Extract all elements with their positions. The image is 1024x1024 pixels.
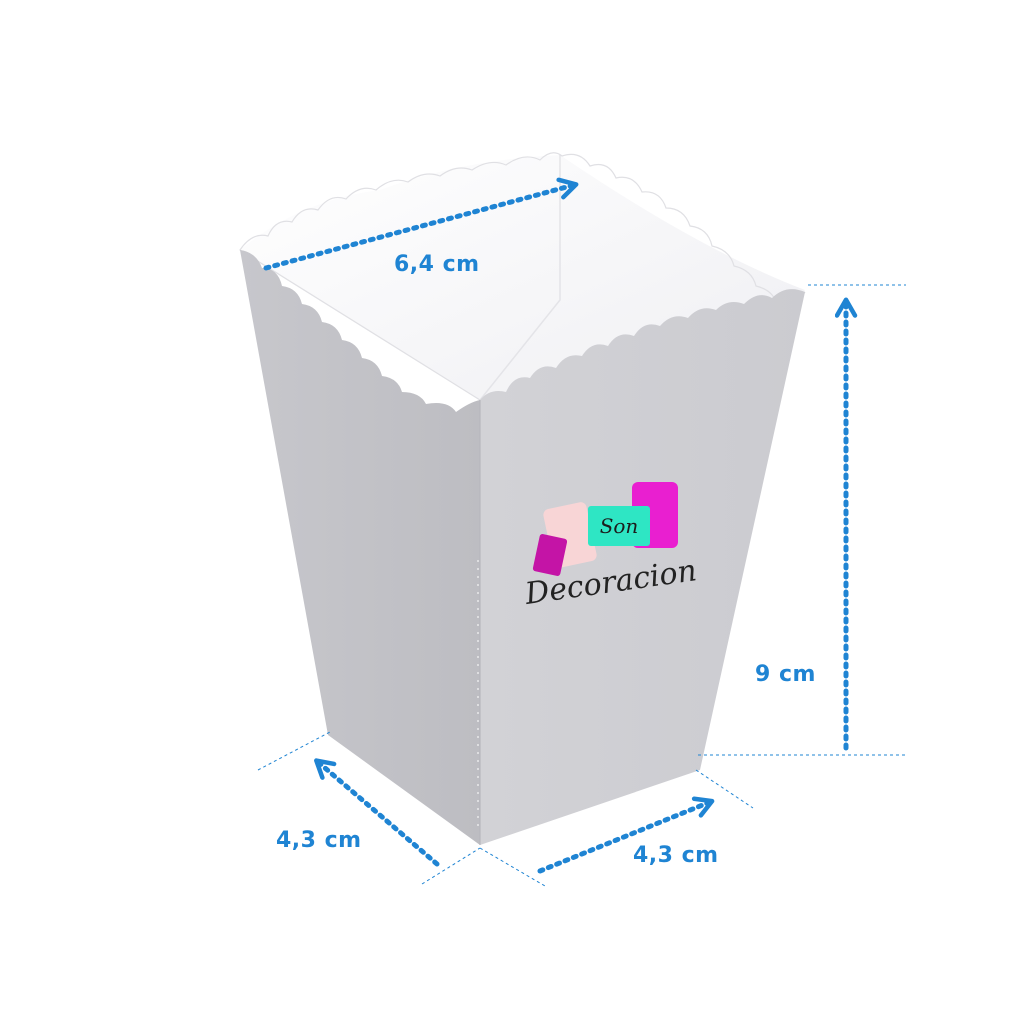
- extension-lines: [257, 284, 906, 887]
- box-left-face: [240, 250, 480, 845]
- dimension-label-top-width: 6,4 cm: [394, 252, 480, 277]
- dimension-label-base-left: 4,3 cm: [276, 828, 362, 853]
- box-back-rim: [239, 152, 806, 421]
- arrow-top-width: [263, 177, 579, 271]
- measurement-arrows: [263, 177, 858, 874]
- arrow-base-left: [314, 758, 440, 867]
- box-front-face: [480, 289, 805, 845]
- logo-text-son: Son: [600, 514, 639, 538]
- arrow-base-right: [537, 796, 715, 874]
- dimension-label-height: 9 cm: [755, 662, 816, 687]
- dimension-label-base-right: 4,3 cm: [633, 843, 719, 868]
